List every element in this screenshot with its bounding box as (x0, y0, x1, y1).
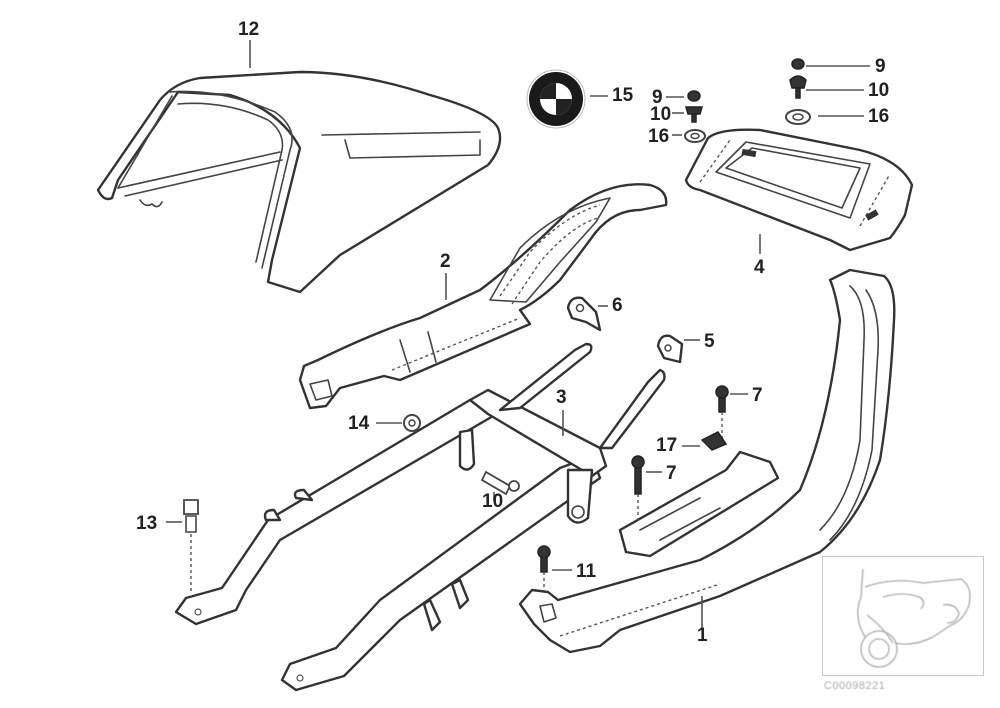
screw-part-7-upper[interactable] (715, 385, 748, 440)
callout-10-frame: 10 (482, 491, 504, 512)
hardware-stack-right[interactable] (785, 58, 870, 125)
callout-9-right: 9 (875, 56, 886, 77)
callout-17: 17 (656, 435, 678, 456)
motorcycle-overview-thumbnail (822, 556, 984, 676)
clip-part-17[interactable] (682, 431, 728, 451)
callout-10-right: 10 (868, 80, 890, 101)
callout-7-upper: 7 (752, 385, 763, 406)
callout-15: 15 (612, 85, 634, 106)
motorcycle-silhouette-icon (857, 568, 971, 668)
callout-10-center: 10 (650, 104, 672, 125)
callout-1: 1 (697, 625, 708, 646)
bracket-part-6[interactable] (566, 296, 608, 332)
callout-3: 3 (556, 387, 567, 408)
screw-part-11[interactable] (537, 545, 572, 590)
luggage-rack-part-4[interactable] (684, 128, 914, 254)
nut-part-14[interactable] (376, 414, 421, 432)
rear-frame-part-3[interactable] (174, 342, 666, 692)
thumbnail-code: C00098221 (824, 680, 886, 692)
callout-4: 4 (754, 257, 765, 278)
callout-13: 13 (136, 513, 158, 534)
bmw-roundel-icon (526, 69, 608, 129)
callout-12: 12 (238, 19, 260, 40)
bolt-part-13[interactable] (166, 499, 199, 592)
grab-handle-part-2[interactable] (298, 183, 668, 410)
bracket-part-5[interactable] (656, 334, 700, 364)
callout-2: 2 (440, 251, 451, 272)
bolt-part-10-frame[interactable] (480, 470, 520, 500)
callout-9-center: 9 (652, 87, 663, 108)
callout-16-center: 16 (648, 126, 670, 147)
hardware-stack-center[interactable] (666, 90, 706, 143)
callout-16-right: 16 (868, 106, 890, 127)
callout-5: 5 (704, 331, 715, 352)
callout-14: 14 (348, 413, 370, 434)
callout-6: 6 (612, 295, 623, 316)
callout-11: 11 (576, 561, 597, 582)
screw-part-7-lower[interactable] (631, 455, 662, 520)
seat-cowl-part-12[interactable] (96, 40, 502, 294)
side-carrier-part-1[interactable] (518, 268, 896, 654)
callout-7-lower: 7 (666, 463, 677, 484)
